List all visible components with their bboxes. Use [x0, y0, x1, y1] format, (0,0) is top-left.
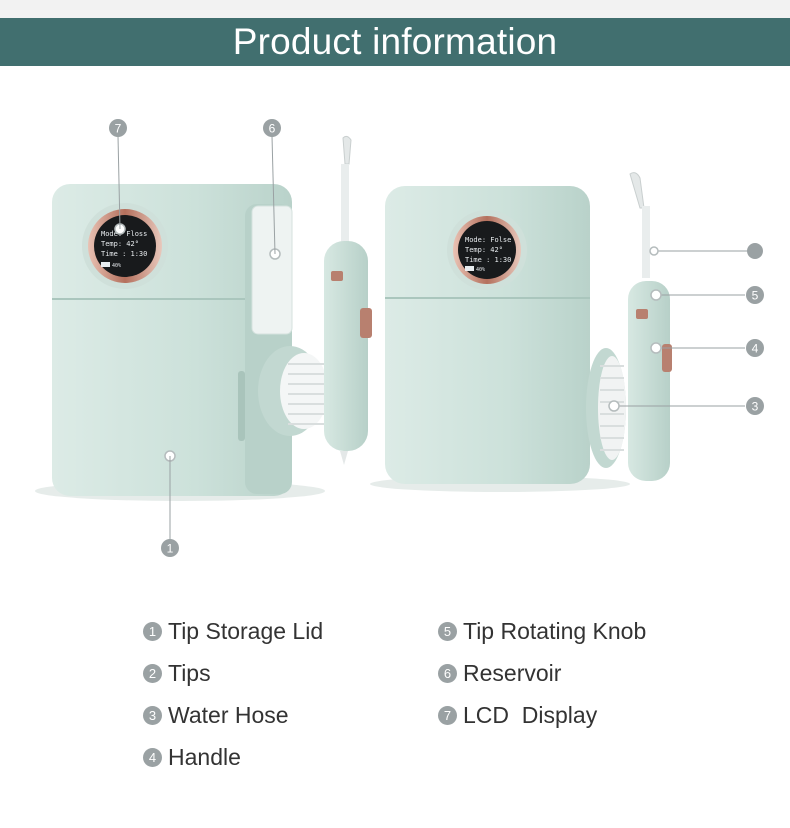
legend-item-7: 7 LCD Display [438, 702, 597, 729]
legend-number-badge: 3 [143, 706, 162, 725]
product-illustration: Mode: Floss Temp: 42° Time : 1:30 40% [0, 66, 790, 606]
right-hose [586, 348, 626, 468]
left-lcd-display: Mode: Floss Temp: 42° Time : 1:30 40% [82, 203, 168, 289]
legend-label: Reservoir [463, 660, 562, 686]
svg-text:7: 7 [115, 122, 122, 136]
left-unit: Mode: Floss Temp: 42° Time : 1:30 40% [35, 135, 372, 501]
svg-text:5: 5 [752, 289, 759, 303]
top-strip [0, 0, 790, 18]
callout-3: 3 [746, 397, 764, 415]
legend-number-badge: 4 [143, 748, 162, 767]
legend-item-4: 4 Handle [143, 744, 241, 771]
svg-text:1: 1 [167, 542, 174, 556]
svg-text:Mode: Folse: Mode: Folse [465, 236, 511, 244]
legend-number-badge: 1 [143, 622, 162, 641]
legend-label: Tips [168, 660, 211, 686]
callout-6: 6 [263, 119, 281, 137]
legend-number-badge: 5 [438, 622, 457, 641]
left-hose [258, 346, 328, 436]
legend-item-3: 3 Water Hose [143, 702, 289, 729]
svg-text:6: 6 [269, 122, 276, 136]
legend-label: LCD Display [463, 702, 598, 728]
legend-label: Tip Rotating Knob [463, 618, 647, 644]
left-handle [324, 135, 372, 465]
svg-text:40%: 40% [112, 263, 121, 269]
banner-title: Product information [0, 18, 790, 66]
legend-item-6: 6 Reservoir [438, 660, 561, 687]
callout-4: 4 [746, 339, 764, 357]
svg-text:3: 3 [752, 400, 759, 414]
legend-item-5: 5 Tip Rotating Knob [438, 618, 646, 645]
legend-number-badge: 2 [143, 664, 162, 683]
legend-number-badge: 7 [438, 706, 457, 725]
right-lcd-display: Mode: Folse Temp: 42° Time : 1:30 40% [447, 210, 527, 290]
right-unit: Mode: Folse Temp: 42° Time : 1:30 40% [370, 172, 763, 492]
callout-7: 7 [109, 119, 127, 137]
svg-text:Time : 1:30: Time : 1:30 [101, 250, 147, 258]
svg-text:40%: 40% [476, 267, 485, 273]
legend-item-1: 1 Tip Storage Lid [143, 618, 323, 645]
legend: 1 Tip Storage Lid 2 Tips 3 Water Hose 4 … [0, 606, 790, 828]
legend-number-badge: 6 [438, 664, 457, 683]
svg-text:Temp: 42°: Temp: 42° [465, 246, 503, 254]
svg-text:4: 4 [752, 342, 759, 356]
legend-label: Tip Storage Lid [168, 618, 324, 644]
callout-2-marker [747, 243, 763, 259]
legend-label: Handle [168, 744, 241, 770]
legend-item-2: 2 Tips [143, 660, 211, 687]
svg-text:Time : 1:30: Time : 1:30 [465, 256, 511, 264]
callout-1: 1 [161, 539, 179, 557]
svg-text:Temp: 42°: Temp: 42° [101, 240, 139, 248]
svg-text:Mode: Floss: Mode: Floss [101, 230, 147, 238]
right-handle [628, 172, 672, 481]
callout-5: 5 [746, 286, 764, 304]
legend-label: Water Hose [168, 702, 289, 728]
